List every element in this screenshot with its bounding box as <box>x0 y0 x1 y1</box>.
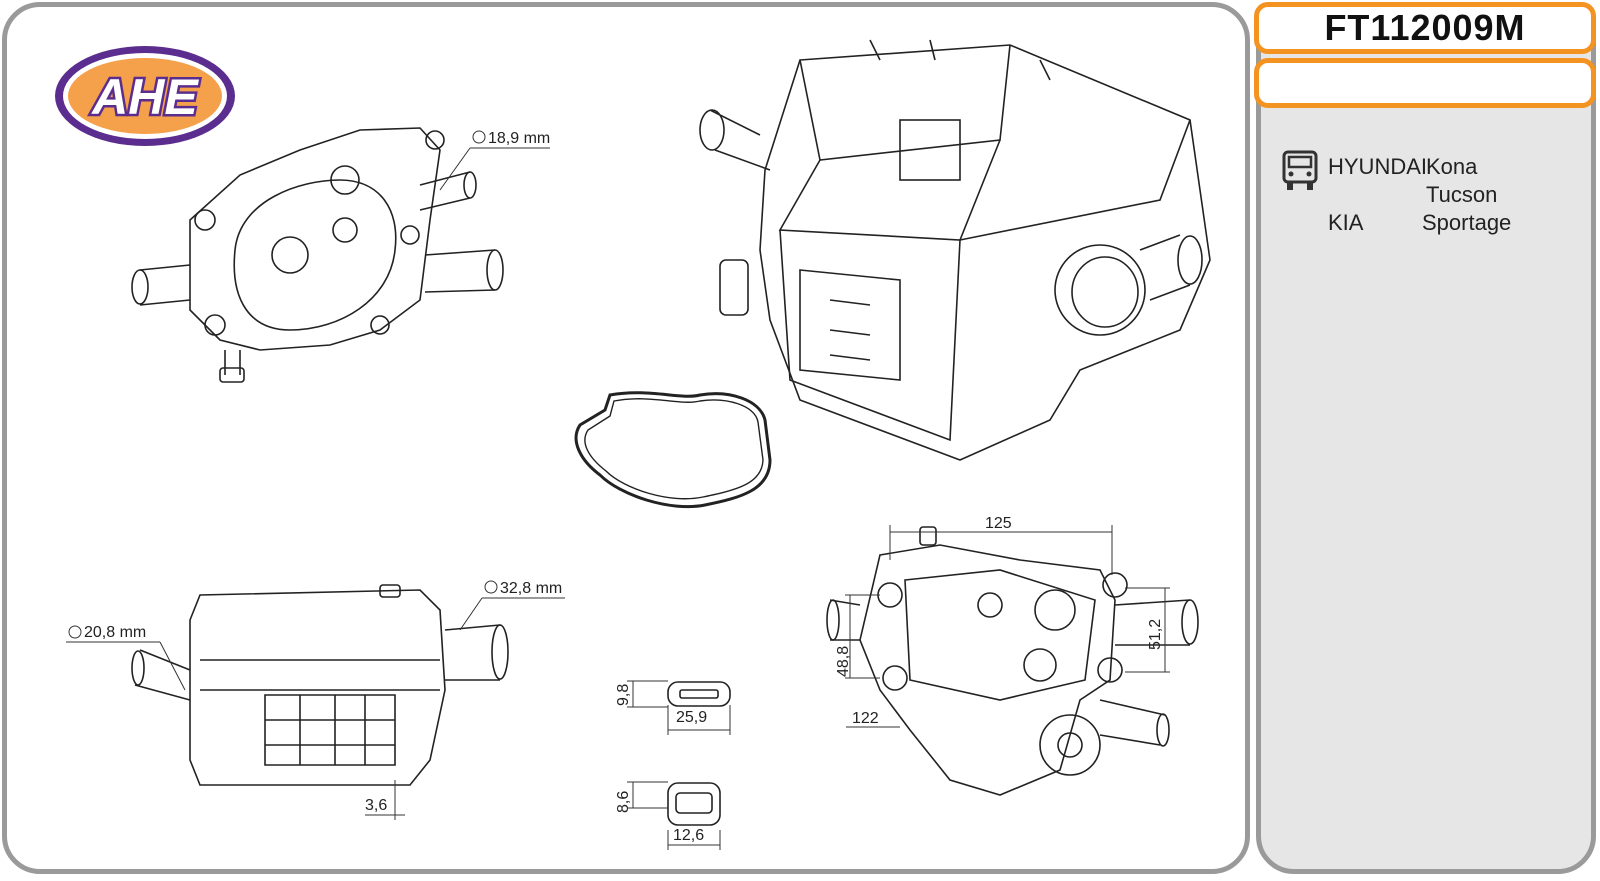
dim-48-8: 48,8 <box>835 646 852 677</box>
vehicle-icon <box>1282 150 1318 190</box>
dimension-labels: 18,9 mm 32,8 mm 20,8 mm 125 51,2 48,8 12… <box>84 130 1164 844</box>
part-subtitle-box <box>1254 58 1596 108</box>
housing-isometric-view <box>699 39 1211 461</box>
technical-drawing: 18,9 mm 32,8 mm 20,8 mm 125 51,2 48,8 12… <box>66 39 1211 850</box>
dim-122: 122 <box>852 710 879 727</box>
logo-text: AHE <box>90 69 199 125</box>
housing-rear-view <box>131 127 504 383</box>
make-kia: KIA <box>1328 210 1364 235</box>
model-sportage: Sportage <box>1422 210 1512 235</box>
dim-3-6: 3,6 <box>365 797 387 814</box>
dim-12-6: 12,6 <box>673 827 704 844</box>
part-code-box: FT112009M <box>1254 2 1596 54</box>
connector-4pin <box>667 681 731 707</box>
model-tucson: Tucson <box>1426 182 1498 207</box>
info-panel <box>1256 2 1596 874</box>
dim-9-8: 9,8 <box>615 684 632 706</box>
drawing-frame <box>2 2 1250 874</box>
dim-25-9: 25,9 <box>676 709 707 726</box>
dim-125: 125 <box>985 515 1012 532</box>
dim-18-9: 18,9 mm <box>488 130 550 147</box>
gasket-outline <box>574 391 772 509</box>
dim-20-8: 20,8 mm <box>84 624 146 641</box>
housing-side-view <box>131 584 509 786</box>
part-code: FT112009M <box>1324 7 1526 48</box>
dim-32-8: 32,8 mm <box>500 580 562 597</box>
model-kona: Kona <box>1426 154 1478 179</box>
make-hyundai: HYUNDAI <box>1328 154 1428 179</box>
dim-8-6: 8,6 <box>615 791 632 813</box>
connector-2pin <box>667 782 721 826</box>
ahe-logo: AHE <box>55 46 235 146</box>
housing-front-view <box>826 526 1199 796</box>
dim-51-2: 51,2 <box>1147 619 1164 650</box>
